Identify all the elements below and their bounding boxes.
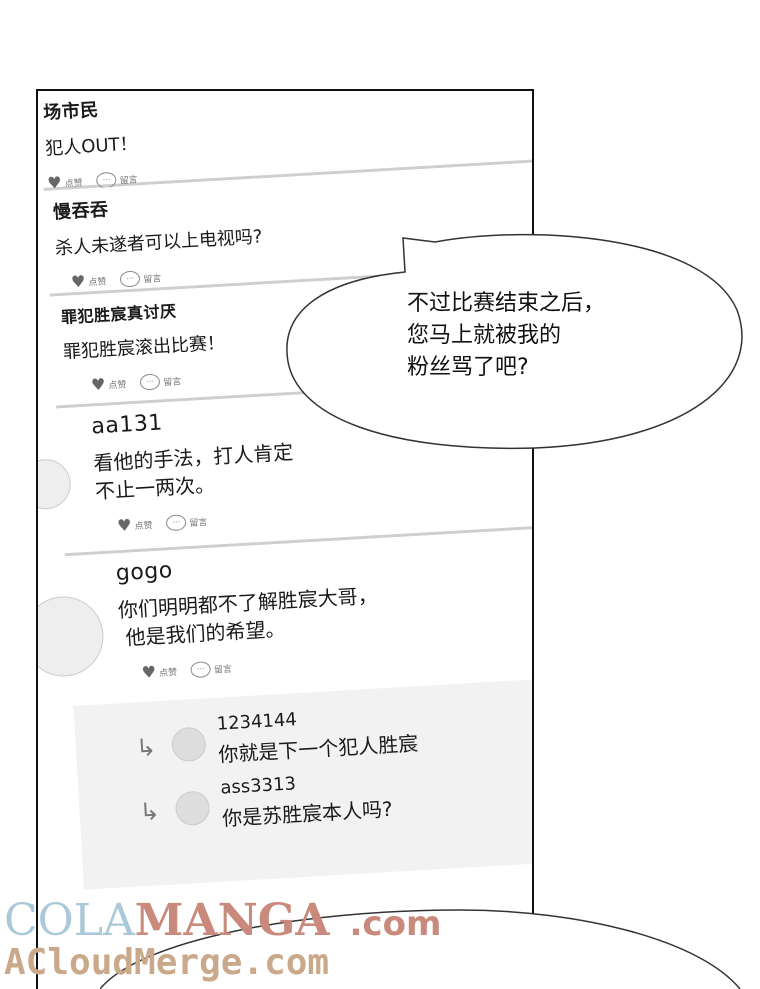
- heart-icon: ♥: [116, 515, 133, 536]
- reply-arrow-icon: ↳: [135, 733, 157, 763]
- chat-bubble-icon: ···: [165, 514, 187, 532]
- like-button[interactable]: ♥点赞: [116, 515, 153, 536]
- reply-thread: ↳ 1234144 你就是下一个犯人胜宸 ↳ ass3313 你是苏胜宸本人吗?: [73, 676, 532, 890]
- reply-text: 你就是下一个犯人胜宸: [217, 731, 419, 767]
- chat-bubble-icon: ···: [190, 661, 212, 679]
- avatar: [38, 457, 73, 511]
- reply-text: 你是苏胜宸本人吗?: [221, 796, 394, 831]
- comment-feed: 场市民 犯人OUT！ ♥点赞 ···留言 慢吞吞 杀人未遂者可以上电视吗? ♥点…: [38, 91, 532, 890]
- avatar: [38, 594, 106, 679]
- watermark-top: COLAMANGA.com: [4, 895, 442, 946]
- chat-bubble-icon: ···: [119, 270, 141, 288]
- heart-icon: ♥: [141, 662, 157, 682]
- reply-button[interactable]: ···留言: [139, 372, 182, 391]
- bottom-speech-bubble: [100, 909, 741, 989]
- avatar: [174, 790, 211, 827]
- heart-icon: ♥: [90, 374, 106, 395]
- phone-screen: 场市民 犯人OUT！ ♥点赞 ···留言 慢吞吞 杀人未遂者可以上电视吗? ♥点…: [36, 89, 534, 989]
- speech-bubble: 不过比赛结束之后， 您马上就被我的 粉丝骂了吧?: [285, 230, 747, 452]
- speech-text: 不过比赛结束之后， 您马上就被我的 粉丝骂了吧?: [407, 291, 606, 380]
- reply-button[interactable]: ···留言: [190, 660, 232, 679]
- like-button[interactable]: ♥点赞: [70, 271, 107, 292]
- reply-button[interactable]: ···留言: [119, 269, 162, 288]
- comment-item: gogo 你们明明都不了解胜宸大哥， 他是我们的希望。 ♥点赞 ···留言: [38, 526, 532, 706]
- heart-icon: ♥: [70, 271, 86, 292]
- like-button[interactable]: ♥点赞: [141, 662, 178, 682]
- reply-arrow-icon: ↳: [138, 797, 161, 827]
- avatar: [170, 726, 207, 763]
- watermark-bottom: ACloudMerge.com: [4, 942, 330, 983]
- like-button[interactable]: ♥点赞: [90, 374, 127, 395]
- chat-bubble-icon: ···: [139, 373, 161, 391]
- reply-button[interactable]: ···留言: [165, 513, 208, 532]
- reply-item: ↳ 1234144 你就是下一个犯人胜宸: [134, 693, 532, 773]
- speech-bubble-shape: [286, 233, 743, 450]
